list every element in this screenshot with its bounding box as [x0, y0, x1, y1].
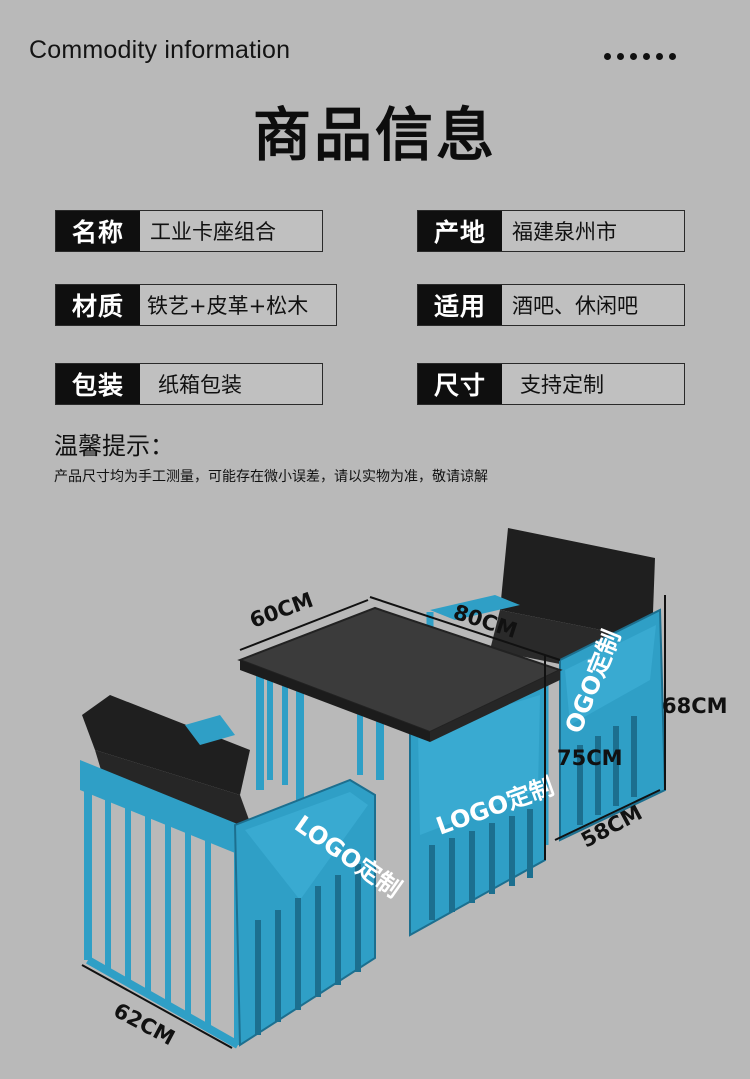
chair-backrest [500, 528, 655, 640]
page-title: 商品信息 [252, 101, 497, 169]
dimension-lines [81, 595, 666, 1049]
decorative-dots [604, 53, 676, 60]
notice-text: 产品尺寸均为手工测量，可能存在微小误差，请以实物为准，敬请谅解 [54, 469, 488, 485]
field-usage: 适用 酒吧、休闲吧 [417, 284, 685, 326]
dim-table-height: 75CM [557, 746, 623, 770]
field-label: 产地 [418, 211, 502, 251]
table: LOGO定制 [237, 606, 563, 937]
field-label: 材质 [56, 285, 140, 325]
field-value: 工业卡座组合 [150, 220, 276, 244]
chair-backrest [82, 695, 250, 795]
field-label: 尺寸 [418, 364, 502, 404]
notice-title: 温馨提示： [54, 432, 174, 460]
field-value: 酒吧、休闲吧 [512, 294, 638, 318]
dot [669, 53, 676, 60]
field-material: 材质 铁艺+皮革+松木 [55, 284, 337, 326]
field-value: 支持定制 [520, 373, 604, 397]
dot [617, 53, 624, 60]
section-heading-en: Commodity information [29, 36, 291, 64]
product-illustration: OGO定制 LOGO定制 [80, 528, 728, 1050]
dot [604, 53, 611, 60]
field-size: 尺寸 支持定制 [417, 363, 685, 405]
dot [643, 53, 650, 60]
field-name: 名称 工业卡座组合 [55, 210, 323, 252]
field-label: 名称 [56, 211, 140, 251]
field-value: 福建泉州市 [512, 220, 617, 244]
field-value: 铁艺+皮革+松木 [147, 294, 309, 318]
field-origin: 产地 福建泉州市 [417, 210, 685, 252]
dot [630, 53, 637, 60]
field-packing: 包装 纸箱包装 [55, 363, 323, 405]
field-label: 包装 [56, 364, 140, 404]
field-label: 适用 [418, 285, 502, 325]
dot [656, 53, 663, 60]
field-value: 纸箱包装 [158, 373, 242, 397]
dim-chair-height: 68CM [662, 694, 728, 718]
dim-table-depth: 60CM [247, 588, 317, 633]
front-chair: LOGO定制 [80, 695, 406, 1049]
